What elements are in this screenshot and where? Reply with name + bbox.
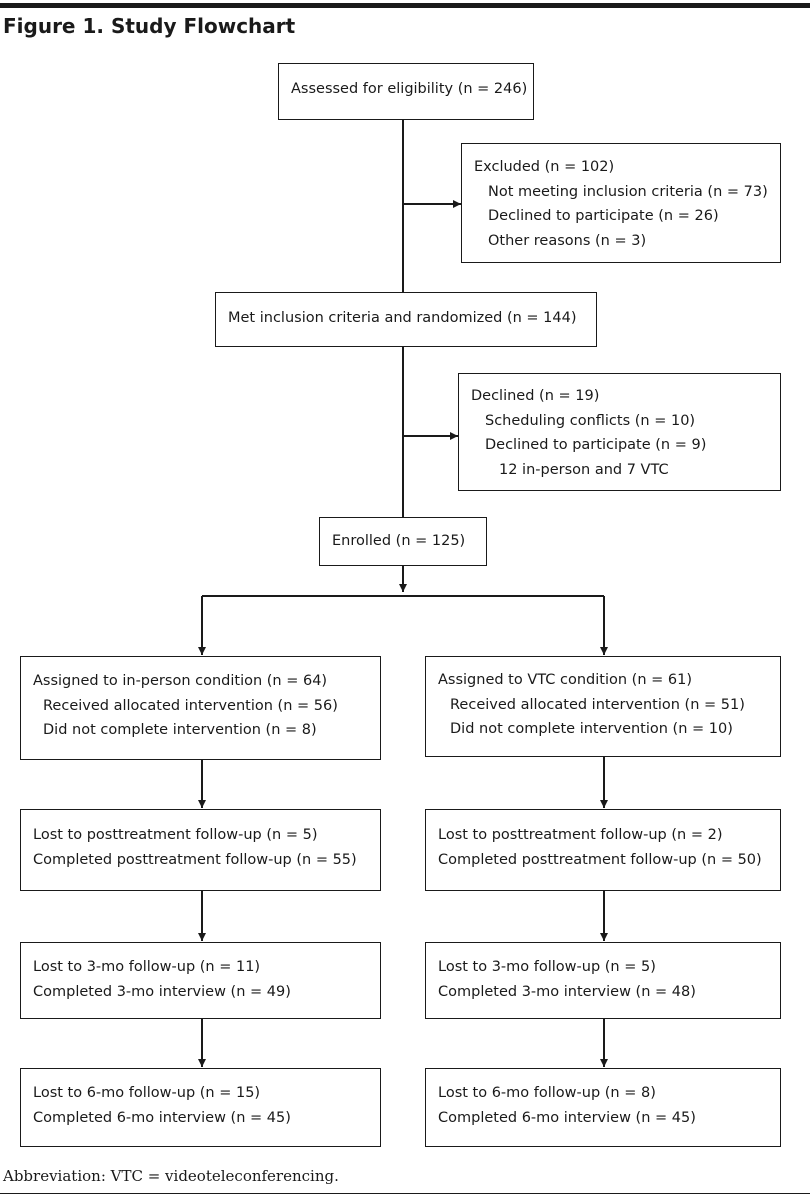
in-person-post-lost: Lost to posttreatment follow-up (n = 5) [33, 827, 318, 843]
vtc-post-box: Lost to posttreatment follow-up (n = 2) … [425, 809, 781, 891]
in-person-6mo-completed: Completed 6-mo interview (n = 45) [33, 1109, 291, 1126]
in-person-6mo-box: Lost to 6-mo follow-up (n = 15) Complete… [20, 1068, 381, 1147]
excluded-reason: Other reasons (n = 3) [488, 232, 647, 249]
vtc-not-completed: Did not complete intervention (n = 10) [450, 721, 733, 737]
bottom-rule [0, 1193, 810, 1194]
excluded-box: Excluded (n = 102) Not meeting inclusion… [461, 143, 781, 263]
randomized-box: Met inclusion criteria and randomized (n… [215, 292, 597, 347]
vtc-assigned-heading: Assigned to VTC condition (n = 61) [438, 672, 692, 688]
excluded-reason: Declined to participate (n = 26) [488, 208, 719, 224]
vtc-post-completed: Completed posttreatment follow-up (n = 5… [438, 851, 762, 868]
excluded-reason: Not meeting inclusion criteria (n = 73) [488, 183, 768, 200]
vtc-assigned-box: Assigned to VTC condition (n = 61) Recei… [425, 656, 781, 757]
in-person-assigned-heading: Assigned to in-person condition (n = 64) [33, 673, 328, 689]
in-person-3mo-lost: Lost to 3-mo follow-up (n = 11) [33, 959, 261, 975]
assessed-text: Assessed for eligibility (n = 246) [291, 81, 528, 97]
randomized-text: Met inclusion criteria and randomized (n… [228, 310, 577, 326]
in-person-received: Received allocated intervention (n = 56) [43, 697, 338, 714]
top-rule [0, 3, 810, 8]
in-person-assigned-box: Assigned to in-person condition (n = 64)… [20, 656, 381, 760]
excluded-heading: Excluded (n = 102) [474, 159, 615, 175]
declined-box: Declined (n = 19) Scheduling conflicts (… [458, 373, 781, 491]
in-person-post-box: Lost to posttreatment follow-up (n = 5) … [20, 809, 381, 891]
vtc-6mo-box: Lost to 6-mo follow-up (n = 8) Completed… [425, 1068, 781, 1147]
figure-title: Figure 1. Study Flowchart [3, 14, 296, 38]
declined-reason: Declined to participate (n = 9) [485, 437, 707, 453]
declined-detail: 12 in-person and 7 VTC [499, 461, 669, 478]
in-person-3mo-box: Lost to 3-mo follow-up (n = 11) Complete… [20, 942, 381, 1019]
declined-heading: Declined (n = 19) [471, 388, 600, 404]
enrolled-text: Enrolled (n = 125) [332, 533, 466, 549]
vtc-6mo-completed: Completed 6-mo interview (n = 45) [438, 1109, 696, 1126]
vtc-received: Received allocated intervention (n = 51) [450, 696, 745, 713]
vtc-3mo-lost: Lost to 3-mo follow-up (n = 5) [438, 959, 656, 975]
vtc-6mo-lost: Lost to 6-mo follow-up (n = 8) [438, 1085, 656, 1101]
in-person-post-completed: Completed posttreatment follow-up (n = 5… [33, 851, 357, 868]
assessed-box: Assessed for eligibility (n = 246) [278, 63, 534, 120]
vtc-3mo-completed: Completed 3-mo interview (n = 48) [438, 983, 696, 1000]
declined-reason: Scheduling conflicts (n = 10) [485, 412, 696, 429]
vtc-post-lost: Lost to posttreatment follow-up (n = 2) [438, 827, 723, 843]
enrolled-box: Enrolled (n = 125) [319, 517, 487, 566]
vtc-3mo-box: Lost to 3-mo follow-up (n = 5) Completed… [425, 942, 781, 1019]
in-person-not-completed: Did not complete intervention (n = 8) [43, 722, 317, 738]
abbreviation-note: Abbreviation: VTC = videoteleconferencin… [3, 1167, 339, 1185]
in-person-6mo-lost: Lost to 6-mo follow-up (n = 15) [33, 1085, 261, 1101]
in-person-3mo-completed: Completed 3-mo interview (n = 49) [33, 983, 291, 1000]
